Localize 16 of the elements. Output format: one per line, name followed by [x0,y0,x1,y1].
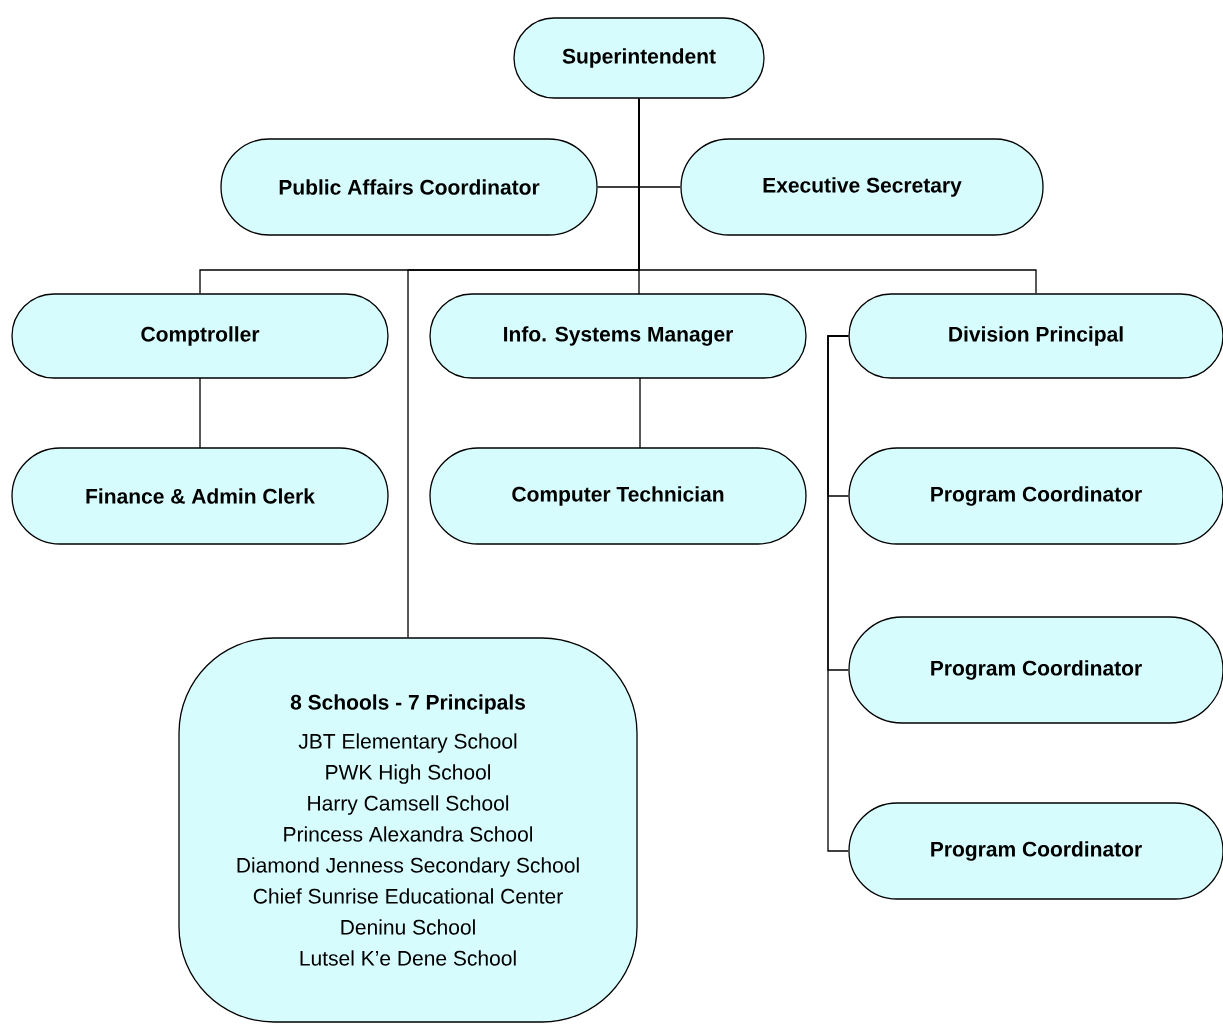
stadium-box: Computer Technician [429,447,807,545]
stadium-box: Comptroller [11,293,389,379]
connector-line [827,335,849,852]
stadium-box: Program Coordinator [848,802,1223,900]
stadium-box: Program Coordinator [848,447,1223,545]
stadium-box: Superintendent [513,17,765,99]
connector-line [638,98,1037,294]
stadium-box: Info. Systems Manager [429,293,807,379]
stadium-box: 8 Schools - 7 Principals JBT Elementary School PWK High School Harry Camsell School Princess Alexandra School Diamond Jenness Secondary School Chief Sunrise Educational Center Deninu School Lutsel K’e Dene School [178,637,638,1023]
stadium-box: Finance & Admin Clerk [11,447,389,545]
stadium-box: Division Principal [848,293,1223,379]
stadium-box: Executive Secretary [680,138,1044,236]
connector-line [639,377,641,449]
stadium-box: Public Affairs Coordinator [220,138,598,236]
stadium-box: Program Coordinator [848,616,1223,724]
connector-line [199,377,201,449]
